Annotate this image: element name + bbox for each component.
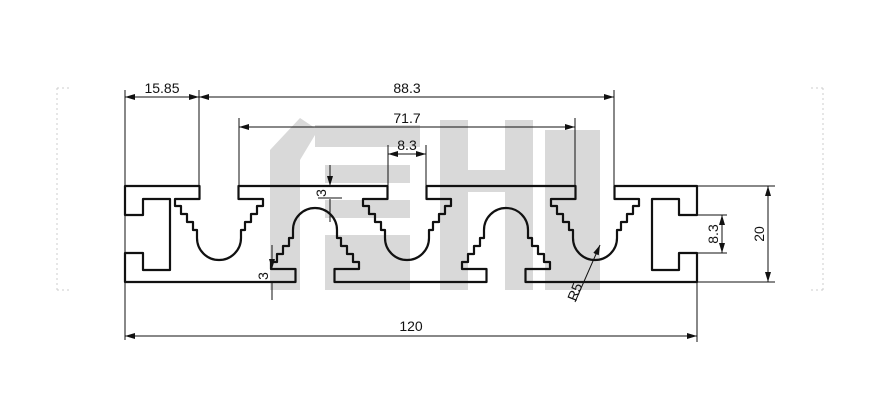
watermark-glyph-2-stroke xyxy=(440,120,468,290)
dim-label-15-85: 15.85 xyxy=(144,80,179,96)
dim-label-8-3-top: 8.3 xyxy=(397,137,417,153)
watermark-glyph-2-stroke xyxy=(505,120,533,290)
extension-lines xyxy=(124,90,775,342)
dimension-lines xyxy=(125,94,771,339)
dim-label-71-7: 71.7 xyxy=(393,110,420,126)
watermark-glyph-1-bar xyxy=(325,200,410,218)
dim-label-3-top: 3 xyxy=(313,189,329,197)
extrusion-profile-outline xyxy=(123,184,699,284)
dim-label-8-3-end: 8.3 xyxy=(705,224,721,244)
dim-label-r5: R5 xyxy=(564,280,586,303)
dim-label-88-3: 88.3 xyxy=(393,80,420,96)
frame-marks xyxy=(56,87,824,291)
watermark-glyph-1-box xyxy=(325,235,410,290)
watermark-glyph-1-bar xyxy=(315,125,420,147)
dim-label-3-bottom: 3 xyxy=(255,272,271,280)
watermark-glyph-1-stroke xyxy=(270,118,318,290)
watermark-glyph-1-bar xyxy=(325,165,410,183)
dim-label-120: 120 xyxy=(399,318,423,334)
dim-label-20: 20 xyxy=(751,226,767,242)
watermark-glyph-2-box xyxy=(545,130,600,290)
dim-leader-r5 xyxy=(574,244,601,303)
watermark-glyph-2-bar xyxy=(468,170,508,192)
